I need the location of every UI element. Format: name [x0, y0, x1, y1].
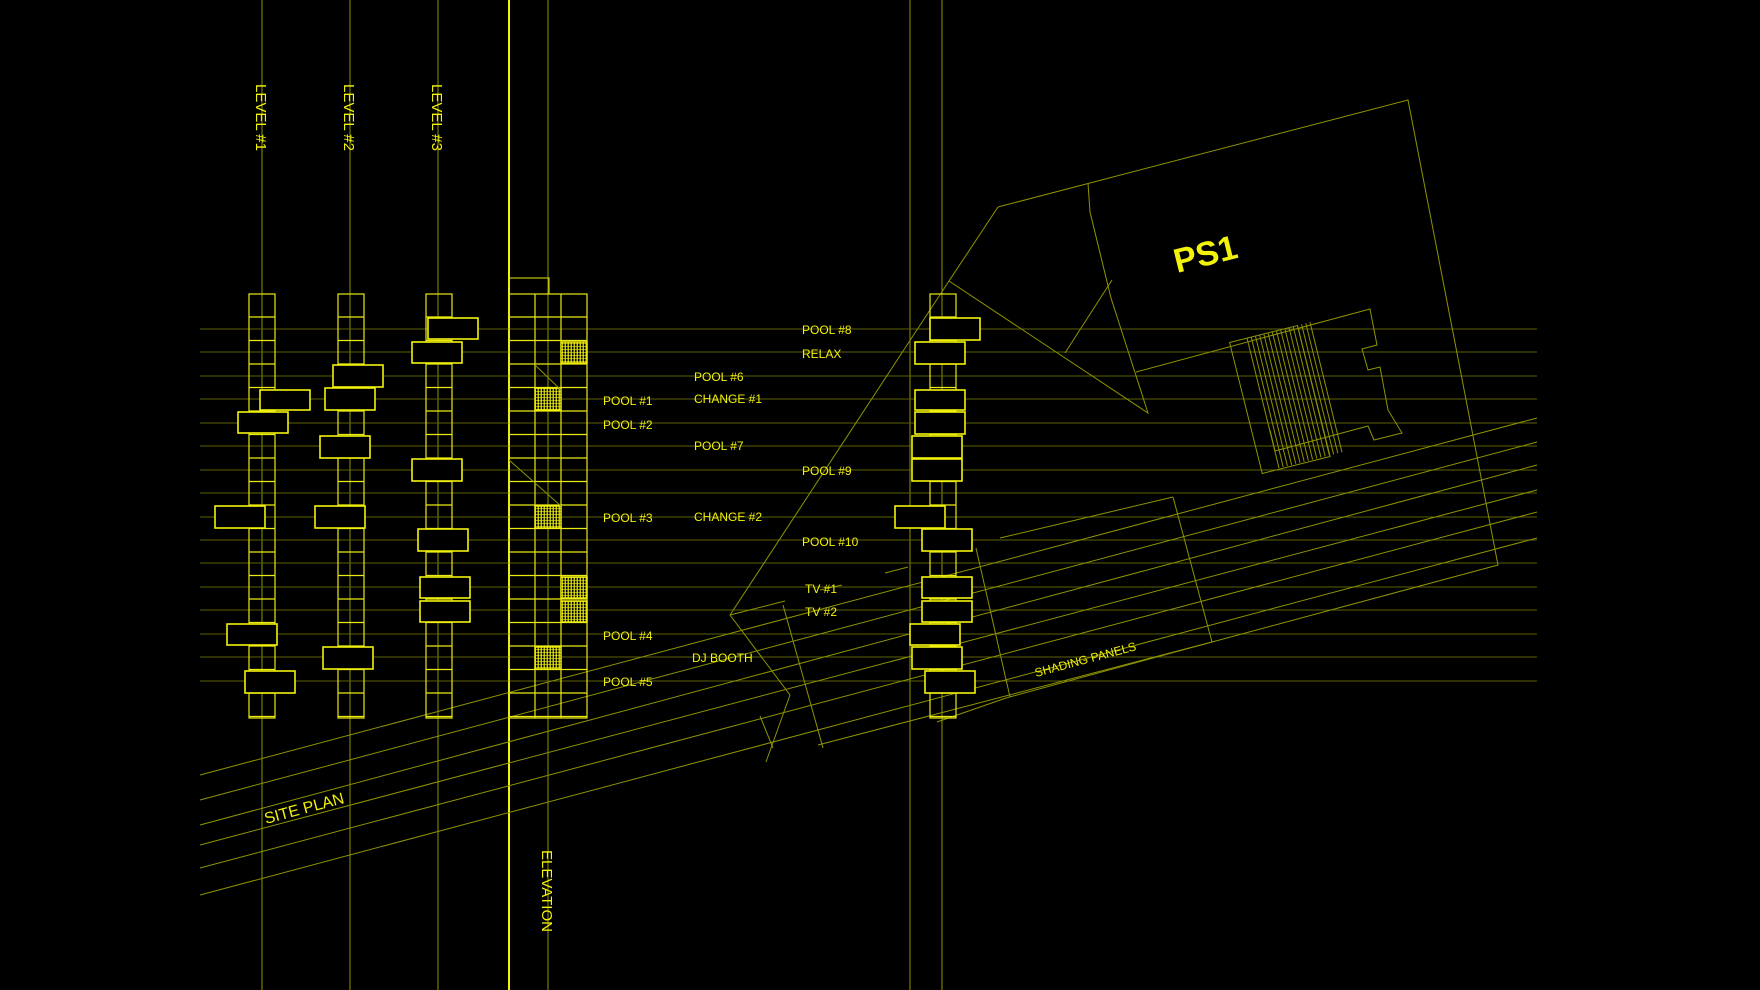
stair-tread [1267, 332, 1301, 463]
stair-tread [1284, 328, 1318, 459]
shading-panels-label: SHADING PANELS [1033, 639, 1138, 680]
room-label: CHANGE #2 [694, 510, 762, 524]
room-label: POOL #4 [603, 629, 653, 643]
stair-tread [1259, 334, 1293, 465]
room-labels: POOL #8 RELAX POOL #6 POOL #1 CHANGE #1 … [603, 323, 859, 689]
room-label: RELAX [802, 347, 841, 361]
room-label: POOL #1 [603, 394, 653, 408]
stair-tread [1292, 326, 1326, 457]
stair-tread [1301, 324, 1335, 455]
pavilion-column [894, 293, 981, 719]
stair-tread [1263, 333, 1297, 464]
level-2-column [314, 293, 384, 719]
room-label: TV #2 [805, 605, 837, 619]
room-label: TV #1 [805, 582, 837, 596]
room-label: POOL #6 [694, 370, 744, 384]
stair-tread [1271, 331, 1305, 462]
room-label: POOL #8 [802, 323, 852, 337]
site-diagonal-lines [199, 417, 1538, 896]
room-label: POOL #3 [603, 511, 653, 525]
stair-tread [1254, 335, 1288, 467]
level-1-label: LEVEL #1 [252, 84, 269, 151]
elevation-column [508, 277, 588, 719]
room-label: DJ BOOTH [692, 651, 753, 665]
room-label: POOL #10 [802, 535, 859, 549]
stair-tread [1250, 336, 1284, 468]
stair-tread [1305, 323, 1339, 454]
room-label: POOL #7 [694, 439, 744, 453]
room-label: POOL #9 [802, 464, 852, 478]
stair-tread [1288, 327, 1322, 458]
level-3-label: LEVEL #3 [428, 84, 445, 151]
horizontal-grid-lines [200, 328, 1537, 682]
stair-tread [1275, 330, 1309, 461]
ps1-label: PS1 [1170, 228, 1242, 280]
stair-tread [1280, 329, 1314, 460]
room-label: CHANGE #1 [694, 392, 762, 406]
level-1-column [214, 293, 311, 719]
level-2-label: LEVEL #2 [340, 84, 357, 151]
pavilion-outline [729, 280, 1213, 763]
level-3-column [411, 293, 479, 719]
ps1-building [936, 99, 1499, 723]
site-plan-label: SITE PLAN [263, 790, 346, 828]
room-label: POOL #5 [603, 675, 653, 689]
room-label: POOL #2 [603, 418, 653, 432]
elevation-label: ELEVATION [538, 850, 555, 932]
stair-tread [1246, 337, 1280, 469]
stair-tread [1309, 322, 1343, 453]
stair-tread [1296, 325, 1330, 456]
